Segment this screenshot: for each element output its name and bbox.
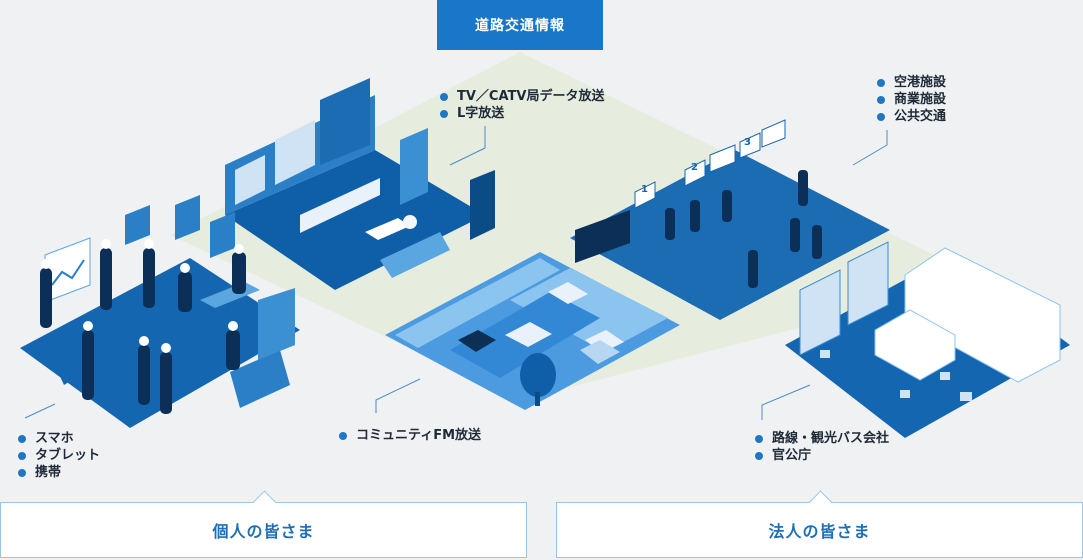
airport-scene (570, 119, 890, 320)
individual-audience-label: 個人の皆さま (212, 522, 315, 541)
airport-sign-number-2: 2 (691, 162, 698, 173)
business-label-list: 路線・観光バス会社 官公庁 (755, 430, 889, 464)
label-item: 公共交通 (877, 108, 946, 125)
airport-sign-number-1: 1 (641, 184, 648, 195)
leader-lines (24, 126, 888, 420)
individual-audience-box[interactable]: 個人の皆さま (0, 490, 527, 558)
label-item: TV／CATV局データ放送 (440, 88, 604, 105)
living-room-scene (225, 78, 495, 290)
facilities-label-list: 空港施設 商業施設 公共交通 (877, 74, 946, 125)
label-item: タブレット (18, 447, 100, 464)
road-scene (385, 252, 680, 410)
corporate-audience-box[interactable]: 法人の皆さま (556, 490, 1083, 558)
devices-label-list: スマホ タブレット 携帯 (18, 430, 100, 481)
label-item: 空港施設 (877, 74, 946, 91)
label-item: L字放送 (440, 105, 604, 122)
label-item: 商業施設 (877, 91, 946, 108)
warehouse-scene (785, 241, 1070, 438)
radio-label-list: コミュニティFM放送 (339, 427, 481, 444)
label-item: スマホ (18, 430, 100, 447)
road-traffic-info-label: 道路交通情報 (475, 18, 565, 34)
office-scene (20, 195, 300, 428)
label-item: 携帯 (18, 464, 100, 481)
airport-sign-number-3: 3 (744, 137, 751, 148)
corporate-audience-label: 法人の皆さま (768, 522, 871, 541)
road-traffic-info-badge: 道路交通情報 (437, 0, 603, 50)
label-item: 路線・観光バス会社 (755, 430, 889, 447)
label-item: 官公庁 (755, 447, 889, 464)
label-item: コミュニティFM放送 (339, 427, 481, 444)
broadcast-label-list: TV／CATV局データ放送 L字放送 (440, 88, 604, 122)
